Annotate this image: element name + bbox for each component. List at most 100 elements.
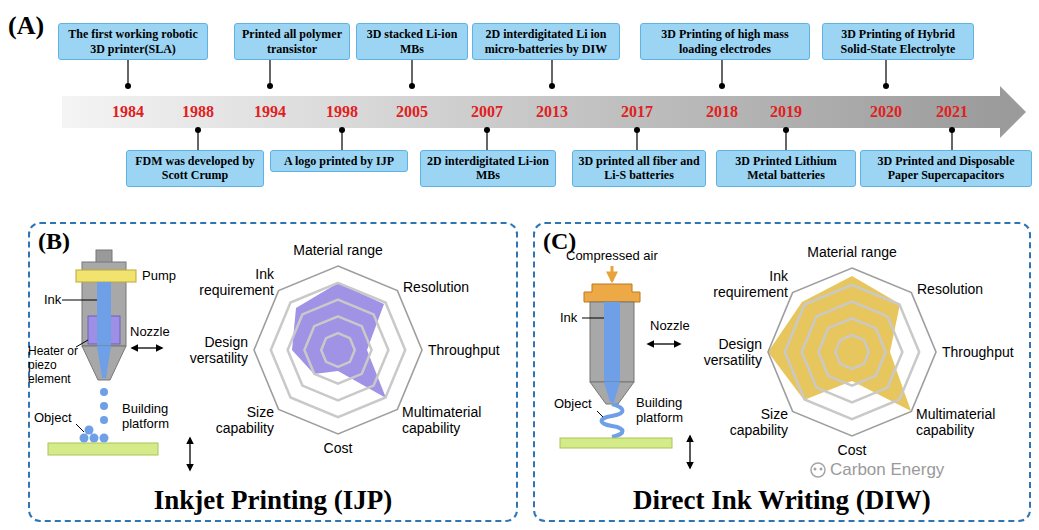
year-label: 1988 (182, 103, 214, 121)
year-label: 1998 (326, 103, 358, 121)
dot (484, 127, 490, 133)
dot (267, 83, 273, 89)
year-label: 1994 (254, 103, 286, 121)
ink-channel (97, 346, 111, 378)
callout-text: 3D stacked Li-ion MBs (361, 27, 463, 56)
axis-label: Multimaterial capability (916, 406, 1014, 438)
droplet (100, 416, 108, 424)
droplet (100, 388, 108, 396)
part-label: Building platform (636, 396, 696, 426)
method-panel: (C)Direct Ink Writing (DIW) (533, 222, 1031, 522)
dot (883, 83, 889, 89)
callout-text: 3D printed all fiber and Li-S batteries (577, 154, 701, 183)
timeline-callout: 3D Printed Lithium Metal batteries (716, 150, 856, 187)
ink-channel (97, 282, 111, 346)
axis-label: Cost (838, 442, 867, 458)
dot (949, 127, 955, 133)
timeline-band (62, 96, 1002, 128)
cap (584, 284, 640, 302)
dot (549, 83, 555, 89)
motion-arrow (189, 438, 190, 470)
timeline-callout: 2D interdigitated Li-ion MBs (420, 150, 556, 187)
year-label: 2021 (936, 103, 968, 121)
year-label: 2018 (706, 103, 738, 121)
axis-label: Material range (807, 244, 897, 260)
leader-line (62, 300, 97, 301)
panel-title: Direct Ink Writing (DIW) (535, 486, 1029, 516)
leader-line (721, 60, 722, 86)
leader-line (76, 424, 84, 432)
timeline-arrow (62, 86, 1026, 138)
callout-text: 3D Printing of high mass loading electro… (645, 27, 805, 56)
timeline-callout: 3D Printing of Hybrid Solid-State Electr… (822, 23, 974, 60)
part-label: Nozzle (650, 319, 690, 334)
watermark-icon (811, 463, 825, 477)
leader-lines (128, 60, 952, 150)
axis-label: Design versatility (686, 336, 762, 368)
axis-label: Material range (293, 242, 383, 258)
axis-label: Size capability (714, 406, 788, 438)
radar-chart (768, 268, 936, 436)
leader-line (597, 411, 603, 417)
watermark: Carbon Energy (830, 461, 944, 480)
dot (339, 127, 345, 133)
leader-line (582, 318, 604, 319)
inkjet-printhead (48, 250, 190, 470)
building-platform (48, 443, 158, 455)
callout-text: A logo printed by IJP (275, 154, 403, 168)
callout-text: Printed all polymer transistor (239, 27, 345, 56)
watermark-icon (820, 468, 823, 471)
timeline-callout: A logo printed by IJP (270, 150, 408, 172)
radar-chart (254, 266, 422, 434)
dot (195, 127, 201, 133)
timeline-callout: The first working robotic 3D printer(SLA… (58, 23, 208, 60)
droplet (100, 434, 109, 443)
callout-text: 2D interdigitated Li-ion MBs (425, 154, 551, 183)
year-label: 2017 (621, 103, 653, 121)
year-label: 2020 (870, 103, 902, 121)
axis-label: Cost (324, 440, 353, 456)
timeline-callout: FDM was developed by Scott Crump (126, 150, 264, 187)
year-label: 2019 (770, 103, 802, 121)
callout-text: 2D interdigitated Li ion micro-batteries… (477, 27, 615, 56)
part-label: Nozzle (130, 325, 170, 340)
part-label: Building platform (122, 402, 182, 432)
droplet (80, 434, 89, 443)
timeline-callout: 2D interdigitated Li ion micro-batteries… (472, 23, 620, 60)
timeline-callout: 3D stacked Li-ion MBs (356, 23, 468, 60)
leader-line (269, 60, 270, 86)
filament (602, 404, 623, 437)
timeline-callout: Printed all polymer transistor (234, 23, 350, 60)
watermark-icon (814, 468, 817, 471)
building-platform (560, 438, 672, 448)
dot (409, 83, 415, 89)
timeline-callout: 3D Printing of high mass loading electro… (640, 23, 810, 60)
dot (783, 127, 789, 133)
section-letter: (A) (8, 12, 44, 41)
radar-grid (254, 266, 422, 434)
axis-label: Resolution (917, 281, 983, 297)
air-arrow (611, 266, 614, 281)
part-label: Ink (560, 311, 577, 326)
part-label: Heater or piezo element (28, 345, 84, 386)
timeline-callout: 3D Printed and Disposable Paper Supercap… (860, 150, 1032, 187)
leader-line (551, 60, 552, 86)
callout-text: 3D Printing of Hybrid Solid-State Electr… (827, 27, 969, 56)
axis-label: Design versatility (172, 334, 248, 366)
timeline-head (1000, 86, 1026, 138)
motion-arrow (132, 347, 162, 348)
axis-label: Throughput (428, 342, 500, 358)
leader-line (411, 60, 412, 86)
axis-label: Multimaterial capability (402, 404, 500, 436)
part-label: Compressed air (566, 249, 658, 264)
dot (125, 83, 131, 89)
callout-text: 3D Printed Lithium Metal batteries (721, 154, 851, 183)
year-label: 1984 (112, 103, 144, 121)
callout-text: FDM was developed by Scott Crump (131, 154, 259, 183)
axis-label: Ink requirement (698, 268, 788, 300)
nozzle (82, 346, 126, 380)
dot (719, 83, 725, 89)
part-label: Ink (44, 293, 61, 308)
